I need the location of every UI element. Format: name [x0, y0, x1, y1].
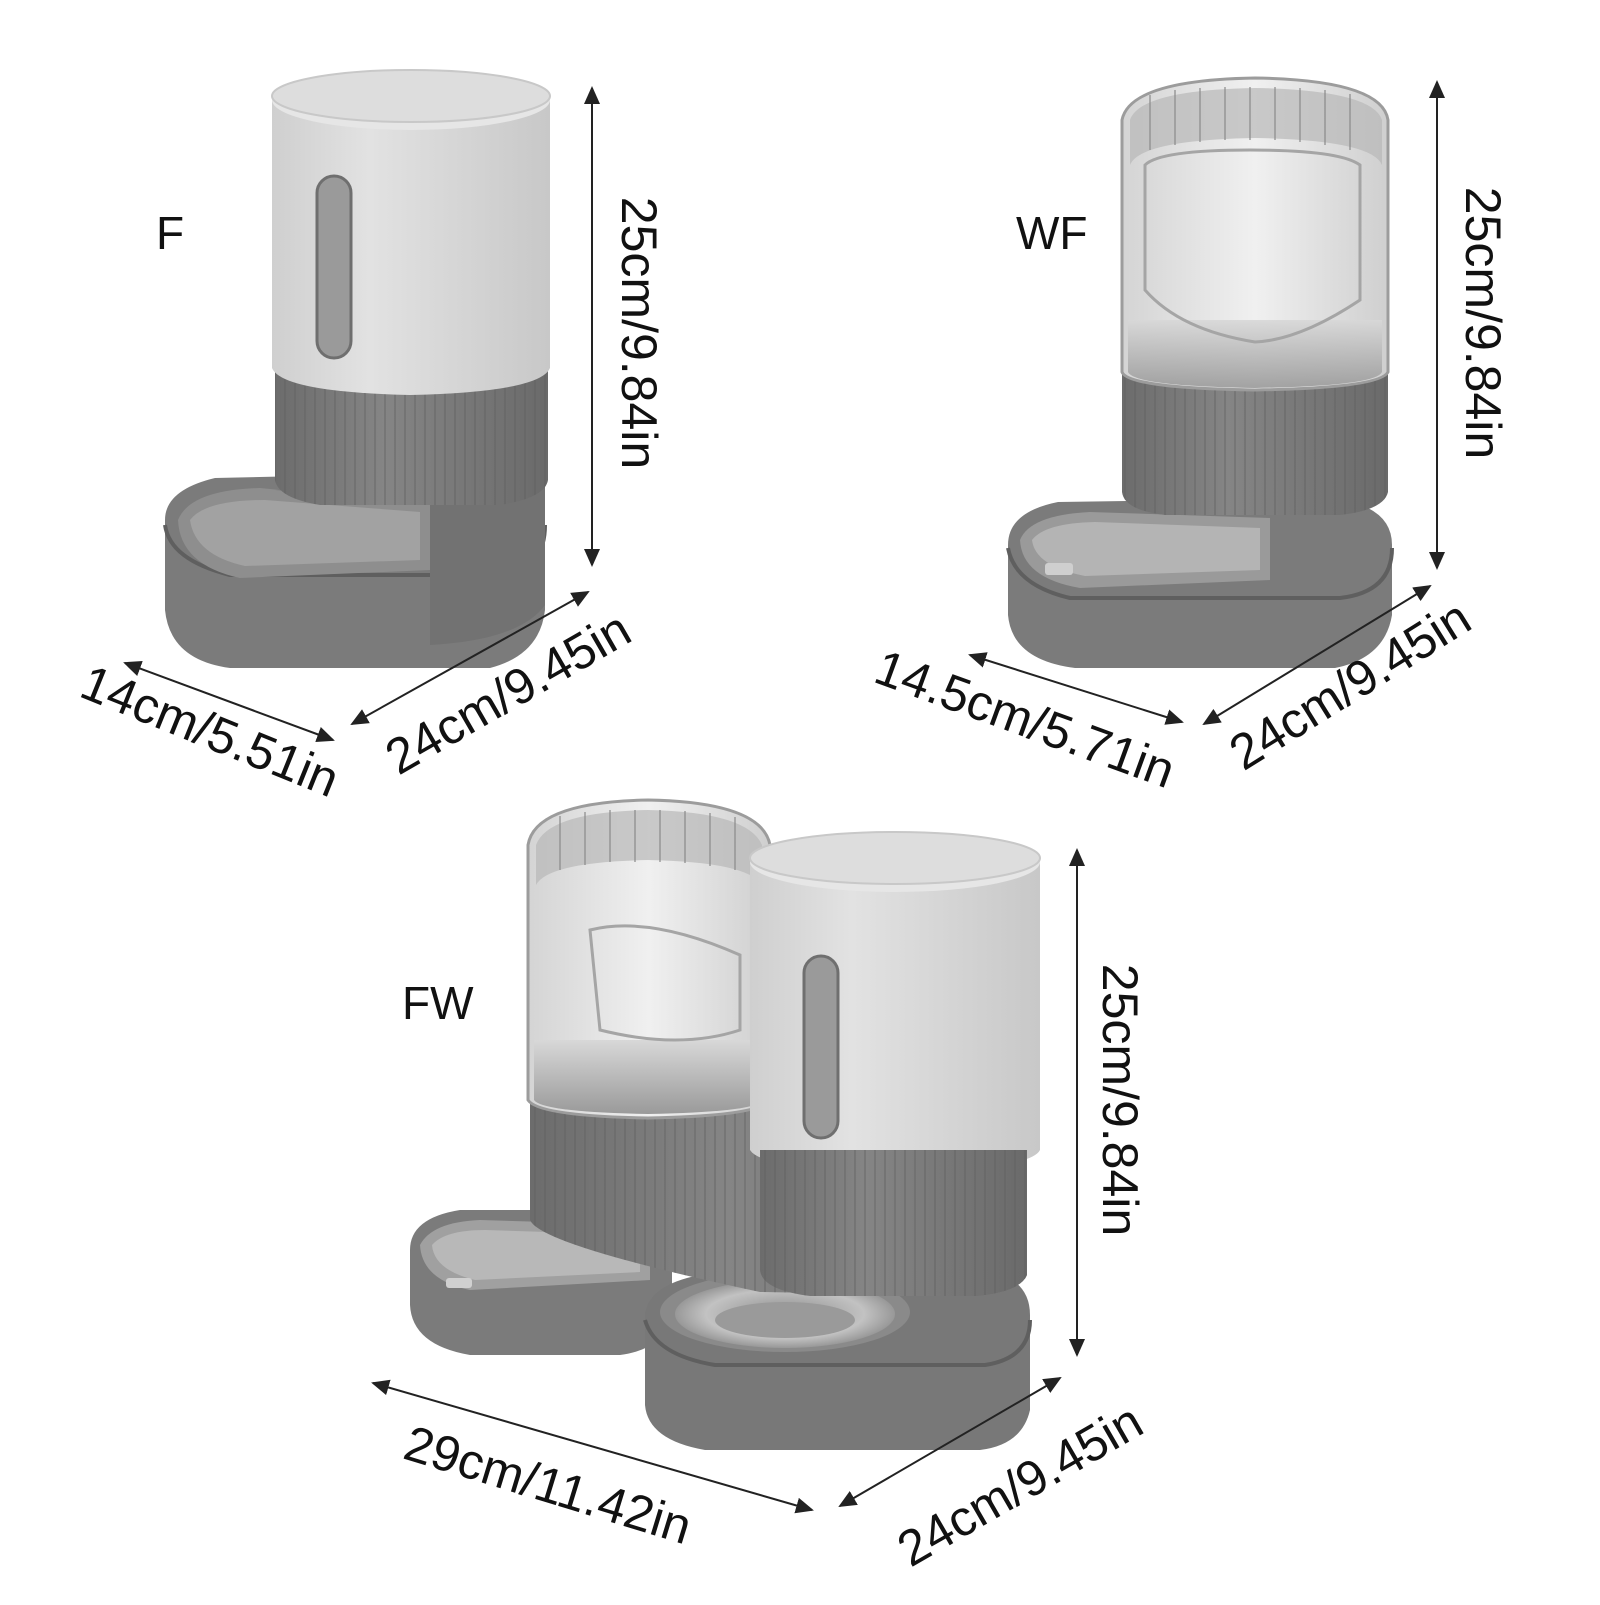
product-f-height-label: 25cm/9.84in — [611, 196, 667, 470]
product-wf-height-label: 25cm/9.84in — [1455, 186, 1511, 460]
product-fw-height-label: 25cm/9.84in — [1092, 963, 1148, 1237]
product-wf-waterer — [968, 76, 1445, 726]
product-wf-code: WF — [1016, 207, 1088, 259]
product-fw-code: FW — [402, 977, 474, 1029]
product-fw-combo — [371, 798, 1085, 1514]
product-f-feeder — [123, 69, 600, 742]
product-f-code: F — [156, 207, 185, 259]
